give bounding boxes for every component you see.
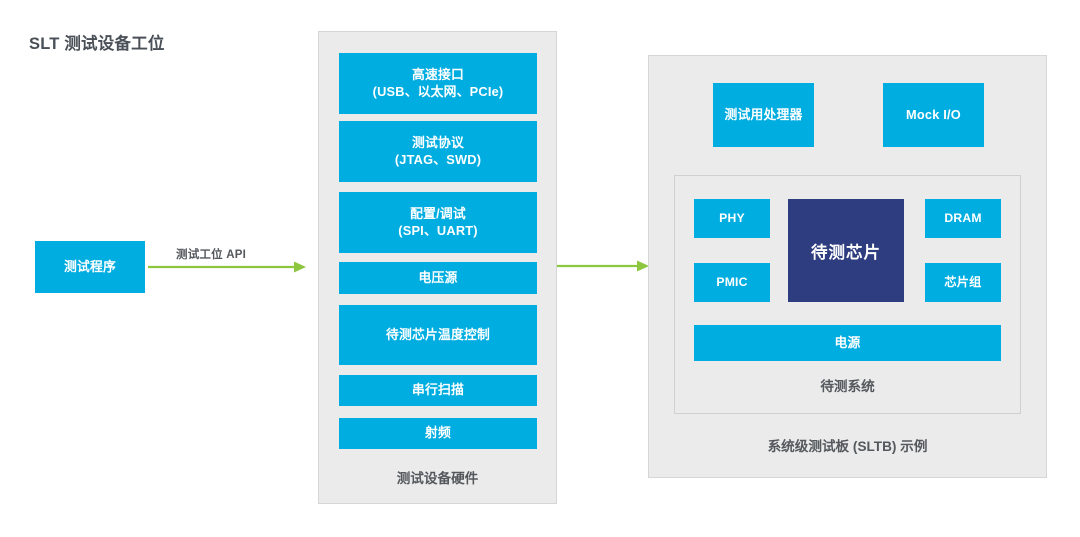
tester-block-line1: 电压源	[418, 269, 458, 285]
page-title: SLT 测试设备工位	[29, 35, 165, 53]
system-under-test-caption: 待测系统	[820, 379, 875, 394]
tester-block-config-debug: 配置/调试 (SPI、UART)	[339, 192, 537, 253]
tester-block-rf: 射频	[339, 418, 537, 449]
sltb-block-label: Mock I/O	[906, 106, 961, 122]
sut-block-device-under-test: 待测芯片	[788, 199, 904, 302]
sltb-block-label: 测试用处理器	[724, 106, 803, 122]
sut-block-phy: PHY	[694, 199, 770, 238]
sut-dut-label: 待测芯片	[811, 243, 881, 262]
test-program-block: 测试程序	[35, 241, 145, 293]
sut-block-label: PMIC	[716, 275, 748, 290]
tester-block-line1: 测试协议	[412, 134, 464, 150]
tester-block-line2: (JTAG、SWD)	[394, 151, 482, 167]
tester-block-test-protocol: 测试协议 (JTAG、SWD)	[339, 121, 537, 182]
arrow-program-to-tester	[148, 261, 306, 273]
tester-block-line1: 射频	[425, 425, 451, 441]
tester-block-line2: (USB、以太网、PCIe)	[372, 83, 504, 99]
sut-block-chipset: 芯片组	[925, 263, 1001, 302]
sut-block-label: DRAM	[944, 211, 982, 226]
tester-block-line1: 配置/调试	[410, 205, 466, 221]
sut-block-label: 芯片组	[944, 275, 982, 290]
sut-block-dram: DRAM	[925, 199, 1001, 238]
tester-block-line1: 待测芯片温度控制	[386, 326, 490, 342]
sut-block-label: 电源	[834, 334, 861, 350]
sltb-caption: 系统级测试板 (SLTB) 示例	[767, 439, 928, 454]
tester-block-dut-temperature-control: 待测芯片温度控制	[339, 305, 537, 365]
sut-block-label: PHY	[719, 211, 745, 226]
sut-block-pmic: PMIC	[694, 263, 770, 302]
sltb-block-mock-io: Mock I/O	[883, 83, 984, 147]
tester-block-line1: 串行扫描	[412, 382, 464, 398]
api-arrow-label: 测试工位 API	[176, 249, 246, 261]
sltb-block-test-processor: 测试用处理器	[713, 83, 814, 147]
test-program-label: 测试程序	[64, 258, 116, 274]
tester-block-serial-scan: 串行扫描	[339, 375, 537, 406]
tester-block-line2: (SPI、UART)	[398, 222, 478, 238]
tester-block-line1: 高速接口	[412, 66, 464, 82]
tester-hardware-caption: 测试设备硬件	[396, 471, 479, 486]
arrow-tester-to-sltb	[557, 260, 649, 272]
tester-block-high-speed-interface: 高速接口 (USB、以太网、PCIe)	[339, 53, 537, 114]
tester-block-voltage-source: 电压源	[339, 262, 537, 294]
sut-block-power: 电源	[694, 325, 1001, 361]
